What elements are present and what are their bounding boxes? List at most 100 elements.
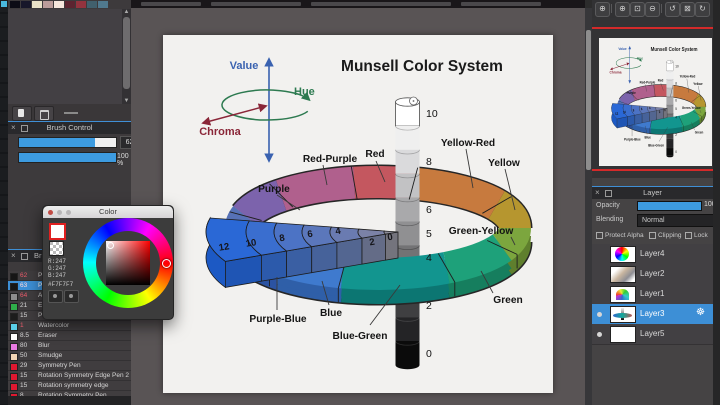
scrollbar-thumb[interactable] — [586, 30, 591, 170]
svg-text:8: 8 — [426, 156, 432, 168]
lock-checkbox[interactable]: Lock — [685, 232, 708, 239]
palette-area[interactable] — [8, 9, 122, 105]
palette-swatch[interactable] — [76, 1, 86, 8]
minimize-traffic-light[interactable] — [57, 209, 62, 215]
zoom-traffic-light[interactable] — [66, 209, 71, 215]
popout-icon[interactable] — [605, 190, 612, 197]
close-traffic-light[interactable] — [48, 209, 53, 215]
layer-panel-header[interactable]: × Layer — [592, 186, 713, 199]
fit-screen-button[interactable]: ⊡ — [630, 2, 645, 17]
hue-axis-label: Hue — [294, 86, 315, 98]
canvas-area[interactable]: Munsell Color System Value Hue Chroma — [131, 8, 585, 405]
palette-swatch[interactable] — [65, 1, 75, 8]
canvas-page[interactable]: Munsell Color System Value Hue Chroma — [163, 35, 553, 393]
popout-icon[interactable] — [21, 125, 28, 132]
brush-size-slider[interactable] — [18, 137, 117, 148]
close-icon[interactable]: × — [595, 188, 600, 197]
hue-indicator-icon[interactable] — [162, 259, 171, 268]
brush-name: Rotation symmetry edge — [38, 382, 109, 389]
layer-opacity-slider[interactable] — [637, 201, 702, 211]
left-dock: ▲ ▼ × Brush Control 62 100 % × Brush — [8, 0, 131, 405]
palette-swatch[interactable] — [54, 1, 64, 8]
layer-opacity-value: 100 — [704, 201, 713, 208]
svg-text:4: 4 — [649, 106, 651, 111]
munsell-diagram: Munsell Color System Value Hue Chroma — [610, 45, 707, 158]
scroll-down-icon[interactable]: ▼ — [123, 98, 130, 104]
color-window[interactable]: Color R:247 G:247 B:247 #F7F7F7 — [42, 205, 174, 320]
layer-settings-gear-icon[interactable]: ☸ — [696, 307, 705, 318]
brush-swatch — [10, 342, 18, 351]
tab-fragment — [311, 2, 451, 6]
svg-text:10: 10 — [426, 108, 438, 120]
zoom-out-button[interactable]: ⊖ — [645, 2, 660, 17]
scroll-up-icon[interactable]: ▲ — [123, 9, 130, 15]
canvas-page[interactable]: Munsell Color System Value Hue Chroma — [599, 38, 712, 166]
brush-swatch — [10, 322, 18, 331]
document-tab-strip[interactable] — [131, 0, 585, 8]
brush-size: 15 — [20, 372, 28, 379]
palette-swatch[interactable] — [98, 1, 108, 8]
brush-size: 50 — [20, 352, 28, 359]
clipping-checkbox[interactable]: Clipping — [649, 232, 682, 239]
brush-control-header[interactable]: × Brush Control — [8, 121, 131, 134]
brush-swatch — [10, 382, 18, 391]
svg-text:8: 8 — [675, 81, 677, 85]
palette-swatch[interactable] — [21, 1, 31, 8]
layer-row[interactable]: Layer4 — [592, 244, 713, 265]
delete-palette-button[interactable] — [34, 106, 54, 121]
palette-swatch[interactable] — [87, 1, 97, 8]
palette-swatch[interactable] — [32, 1, 42, 8]
palette-menu-icon[interactable] — [64, 112, 78, 114]
zoom-tool-button[interactable]: ⊕ — [595, 2, 610, 17]
navigator-preview[interactable]: Munsell Color System Value Hue Chroma — [599, 38, 712, 166]
svg-text:6: 6 — [675, 98, 677, 102]
hue-labels: Red-Purple Red Purple Yellow-Red Yellow … — [249, 138, 522, 342]
new-palette-button[interactable] — [12, 106, 32, 121]
slider-fill — [19, 138, 95, 147]
rotate-left-button[interactable]: ↺ — [665, 2, 680, 17]
layer-row[interactable]: Layer5 — [592, 324, 713, 345]
layer-row[interactable]: Layer2 — [592, 264, 713, 285]
layer-visible-icon[interactable] — [597, 312, 602, 317]
brush-size-value[interactable]: 62 — [120, 136, 131, 149]
scrollbar-thumb[interactable] — [123, 17, 130, 89]
svg-text:12: 12 — [615, 111, 619, 116]
navigator-panel[interactable]: Munsell Color System Value Hue Chroma — [592, 18, 713, 178]
layer-visible-icon[interactable] — [597, 332, 602, 337]
color-window-titlebar[interactable]: Color — [43, 206, 173, 218]
layer-row[interactable]: Layer1 — [592, 284, 713, 305]
transparency-swatch[interactable] — [49, 241, 64, 256]
picker-mode-button[interactable] — [64, 290, 79, 303]
saturation-value-square[interactable] — [106, 241, 150, 285]
left-tool-rail[interactable] — [0, 0, 8, 405]
flip-canvas-button[interactable]: ⊠ — [680, 2, 695, 17]
palette-scrollbar[interactable]: ▲ ▼ — [122, 9, 131, 104]
palette-mode-button[interactable] — [48, 290, 63, 303]
brush-opacity-slider[interactable] — [18, 152, 117, 163]
close-icon[interactable]: × — [11, 251, 16, 260]
palette-swatch[interactable] — [10, 1, 20, 8]
rotate-right-button[interactable]: ↻ — [695, 2, 710, 17]
view-bound-line — [592, 27, 713, 29]
close-icon[interactable]: × — [11, 123, 16, 132]
svg-text:Green: Green — [695, 130, 703, 134]
svg-text:5: 5 — [426, 228, 432, 240]
popout-icon[interactable] — [21, 253, 28, 260]
protect-alpha-checkbox[interactable]: Protect Alpha — [596, 232, 644, 239]
zoom-in-button[interactable]: ⊕ — [615, 2, 630, 17]
palette-swatch[interactable] — [43, 1, 53, 8]
rgb-r-value: R:247 — [48, 258, 67, 265]
opacity-label: Opacity — [596, 202, 620, 209]
current-color-swatch[interactable] — [49, 223, 66, 240]
layer-row-selected[interactable]: Layer3 ☸ — [592, 304, 713, 325]
brush-size: 15 — [20, 312, 28, 319]
canvas-scrollbar[interactable] — [585, 8, 592, 405]
blending-mode-select[interactable]: Normal — [637, 214, 713, 227]
